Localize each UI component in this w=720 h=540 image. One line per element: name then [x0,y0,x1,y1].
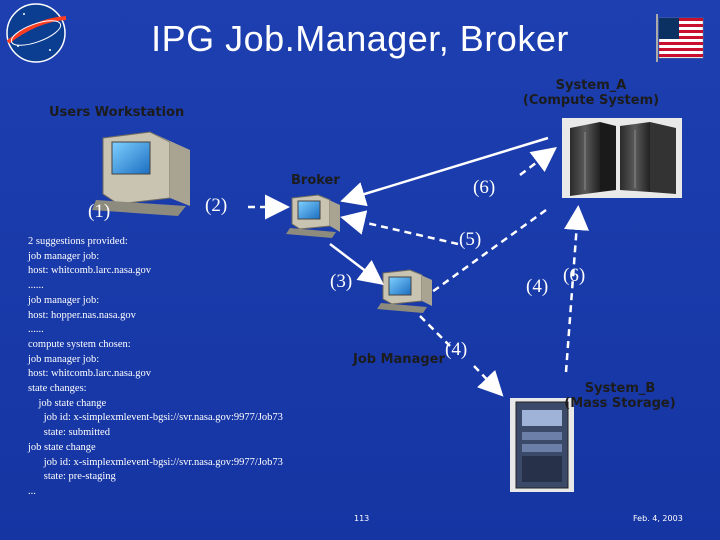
job-manager-computer-icon [377,269,432,313]
log-line: job id: x-simplexmlevent-bgsi://svr.nasa… [28,412,283,424]
step-5: (5) [459,229,482,250]
users-workstation-label: Users Workstation [49,105,185,120]
log-line: job state change [28,397,107,409]
broker-output-log: 2 suggestions provided: job manager job: h… [28,235,283,500]
system-a-label: System_A (Compute System) [521,78,661,108]
log-line: 2 suggestions provided: [28,236,128,247]
step-4-right: (4) [526,276,549,297]
step-3: (3) [330,271,353,292]
system-b-name: System_B [584,381,656,396]
log-line: state: submitted [28,427,110,439]
log-line: host: hopper.nas.nasa.gov [28,309,136,321]
arrow-step-6-right [564,205,589,373]
log-line: job id: x-simplexmlevent-bgsi://svr.nasa… [28,456,283,468]
broker-computer-icon [286,194,340,238]
supercomputer-icon [562,118,682,198]
log-line: job manager job: [28,294,100,306]
slide-date: Feb. 4, 2003 [633,514,683,523]
page-number: 113 [354,514,370,523]
step-6-right: (6) [563,265,586,286]
log-line: ...... [28,324,44,336]
job-manager-label: Job Manager [353,352,445,367]
log-line: state changes: [28,383,87,395]
step-2: (2) [205,195,228,216]
log-line: host: whitcomb.larc.nasa.gov [28,265,152,277]
system-b-label: System_B (Mass Storage) [560,381,680,411]
arrow-step-5 [340,210,459,246]
system-a-desc: (Compute System) [522,93,660,108]
log-line: ...... [28,280,44,292]
slide-title: IPG Job.Manager, Broker [151,18,569,59]
step-4-bottom: (4) [445,339,468,360]
arrow-step-4-bottom [473,365,504,397]
log-line: ... [28,485,36,497]
log-line: job manager job: [28,353,100,365]
log-line: state: pre-staging [28,471,116,483]
storage-server-icon [510,398,574,492]
broker-label: Broker [291,173,340,188]
step-6-top: (6) [473,177,496,198]
log-line: host: whitcomb.larc.nasa.gov [28,368,152,380]
log-line: job state change [28,441,96,453]
log-line: compute system chosen: [28,338,131,350]
log-line: job manager job: [28,250,100,262]
arrow-step-6-top [340,136,549,207]
system-b-desc: (Mass Storage) [564,396,676,411]
step-1: (1) [88,201,111,222]
system-a-name: System_A [555,78,627,93]
